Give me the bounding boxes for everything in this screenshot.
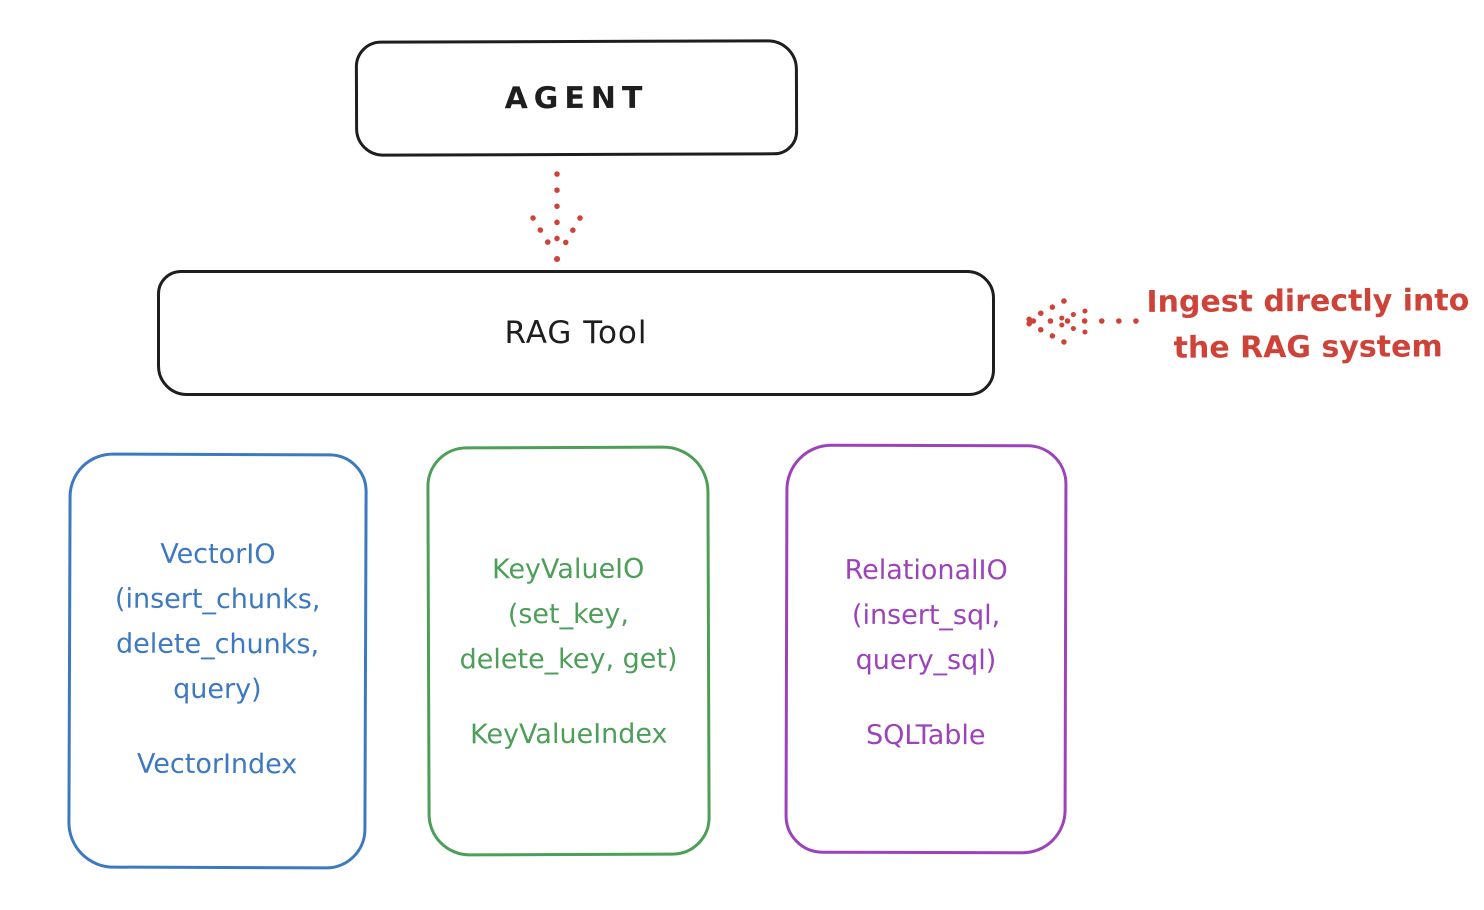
keyvalue-io-title: KeyValueIO — [492, 553, 645, 586]
vector-io-method-line: query) — [173, 673, 262, 706]
rag-tool-box: RAG Tool — [157, 270, 995, 396]
ingest-annotation-line1: Ingest directly into — [1146, 283, 1470, 320]
vector-io-method-line: delete_chunks, — [115, 628, 320, 661]
keyvalue-io-method-line: delete_key, get) — [459, 643, 678, 676]
relational-io-card: RelationalIO (insert_sql, query_sql) SQL… — [784, 443, 1068, 855]
vector-index-label: VectorIndex — [136, 748, 298, 781]
sql-table-label: SQLTable — [865, 719, 986, 752]
vector-io-card: VectorIO (insert_chunks, delete_chunks, … — [67, 452, 368, 870]
ingest-annotation: Ingest directly into the RAG system — [1140, 278, 1476, 372]
rag-tool-label: RAG Tool — [504, 315, 648, 351]
ingest-annotation-line2: the RAG system — [1173, 329, 1443, 366]
agent-label: AGENT — [504, 80, 649, 116]
vector-io-title: VectorIO — [160, 538, 276, 571]
relational-io-method-line: query_sql) — [855, 644, 997, 677]
keyvalue-io-card: KeyValueIO (set_key, delete_key, get) Ke… — [426, 445, 711, 857]
arrow-ingest-into-rag-icon — [1023, 298, 1139, 345]
vector-io-method-line: (insert_chunks, — [114, 583, 321, 616]
agent-box: AGENT — [354, 39, 799, 157]
relational-io-title: RelationalIO — [844, 554, 1008, 587]
keyvalue-index-label: KeyValueIndex — [470, 718, 668, 751]
arrow-agent-to-rag-tool-icon — [530, 171, 583, 262]
keyvalue-io-method-line: (set_key, — [507, 598, 630, 631]
relational-io-method-line: (insert_sql, — [851, 599, 1001, 632]
